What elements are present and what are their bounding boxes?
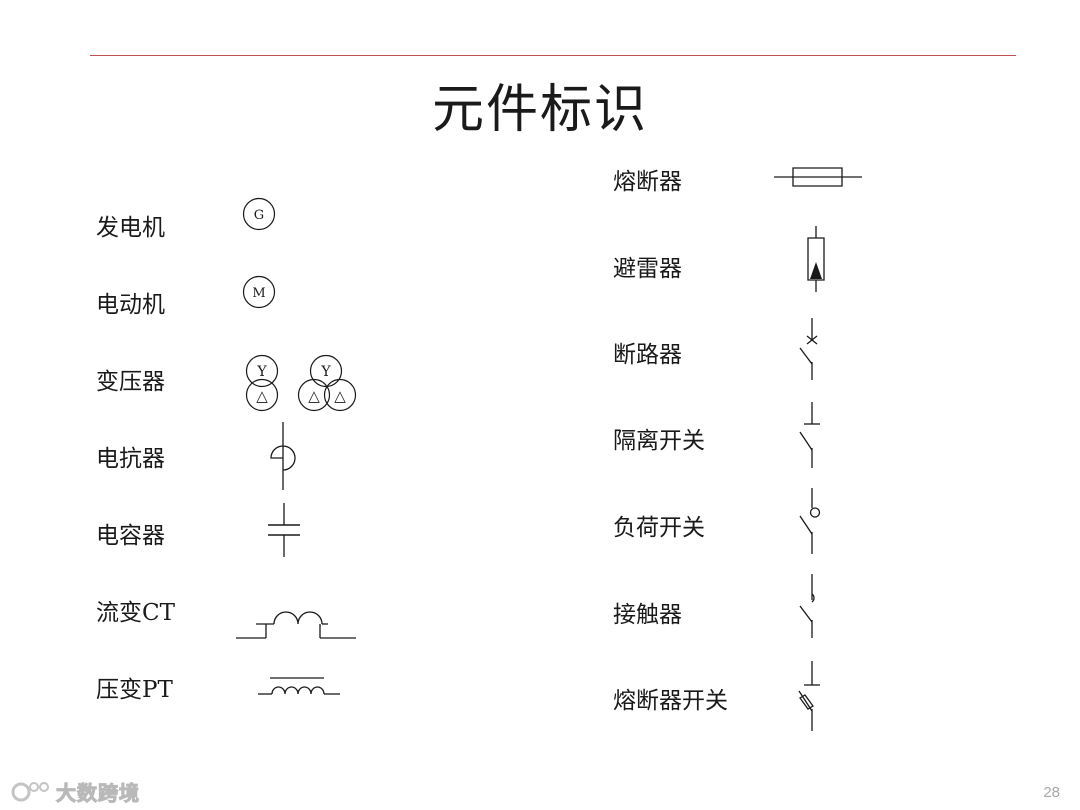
slide-title: 元件标识 [431, 80, 648, 140]
contactor-symbol [794, 574, 826, 640]
label-generator: 发电机 [96, 215, 165, 241]
label-voltage-transformer: 压变PT [96, 677, 173, 703]
page-number: 28 [1043, 784, 1060, 801]
voltage-transformer-symbol [258, 674, 342, 700]
transformer-3w-primary-mark: Y [320, 364, 331, 380]
disconnect-switch-symbol [794, 402, 826, 470]
reactor-symbol [260, 422, 310, 492]
generator-symbol: G [240, 195, 278, 233]
label-load-switch: 负荷开关 [613, 515, 705, 541]
watermark-text: 大数跨境 [56, 780, 140, 805]
transformer-symbol: Y △ Y △ △ [240, 352, 365, 414]
current-transformer-symbol [236, 604, 360, 642]
label-capacitor: 电容器 [96, 523, 165, 549]
label-transformer: 变压器 [96, 369, 165, 395]
transformer-3w-tertiary-mark: △ [334, 387, 346, 405]
label-disconnect-switch: 隔离开关 [613, 428, 705, 454]
label-reactor: 电抗器 [96, 446, 165, 472]
circuit-breaker-symbol [794, 318, 826, 382]
label-fuse: 熔断器 [613, 169, 682, 195]
fuse-symbol [774, 165, 864, 191]
capacitor-symbol [262, 503, 306, 557]
label-fuse-switch: 熔断器开关 [613, 688, 728, 714]
title-divider [90, 55, 1016, 56]
surge-arrester-symbol [802, 226, 830, 296]
fuse-switch-symbol [794, 661, 826, 733]
watermark-logo-icon [11, 782, 49, 802]
label-current-transformer: 流变CT [96, 600, 175, 626]
transformer-2w-primary-mark: Y [256, 364, 267, 380]
motor-symbol-letter: M [252, 286, 265, 301]
load-switch-symbol [794, 488, 826, 556]
transformer-3w-secondary-mark: △ [308, 387, 320, 405]
label-circuit-breaker: 断路器 [613, 342, 682, 368]
label-surge-arrester: 避雷器 [613, 256, 682, 282]
motor-symbol: M [240, 273, 278, 311]
label-motor: 电动机 [96, 292, 165, 318]
watermark-logo: 大数跨境 [10, 777, 140, 805]
generator-symbol-letter: G [254, 208, 264, 223]
label-contactor: 接触器 [613, 602, 682, 628]
transformer-2w-secondary-mark: △ [256, 387, 268, 405]
